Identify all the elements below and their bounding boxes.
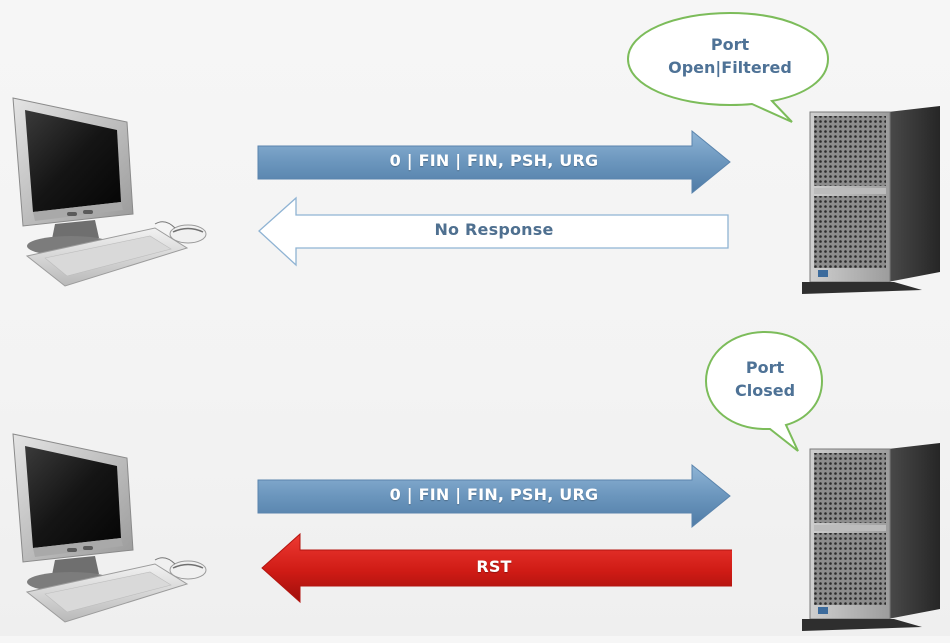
rst-response-arrow: RST (256, 531, 732, 605)
server-tower-icon (798, 441, 948, 636)
request-flags-arrow: 0 | FIN | FIN, PSH, URG (256, 127, 732, 197)
bubble-line-1: Port (745, 358, 785, 377)
scenario-closed: 0 | FIN | FIN, PSH, URG RST Port Closed (0, 318, 950, 636)
bubble-text: Port Closed (700, 356, 830, 402)
request-flags-label: 0 | FIN | FIN, PSH, URG (389, 485, 599, 504)
no-response-arrow: No Response (256, 194, 732, 268)
bubble-line-2: Open|Filtered (668, 58, 792, 77)
no-response-label: No Response (434, 220, 554, 239)
request-flags-arrow: 0 | FIN | FIN, PSH, URG (256, 461, 732, 531)
port-closed-bubble: Port Closed (700, 329, 830, 454)
client-computer-icon (5, 88, 215, 303)
bubble-text: Port Open|Filtered (620, 33, 840, 79)
bubble-line-2: Closed (734, 381, 796, 400)
rst-response-label: RST (476, 557, 512, 576)
request-flags-label: 0 | FIN | FIN, PSH, URG (389, 151, 599, 170)
server-tower-icon (798, 104, 948, 299)
client-computer-icon (5, 424, 215, 639)
port-open-filtered-bubble: Port Open|Filtered (620, 10, 840, 125)
scenario-open-filtered: 0 | FIN | FIN, PSH, URG No Response Port… (0, 0, 950, 318)
bubble-line-1: Port (710, 35, 750, 54)
